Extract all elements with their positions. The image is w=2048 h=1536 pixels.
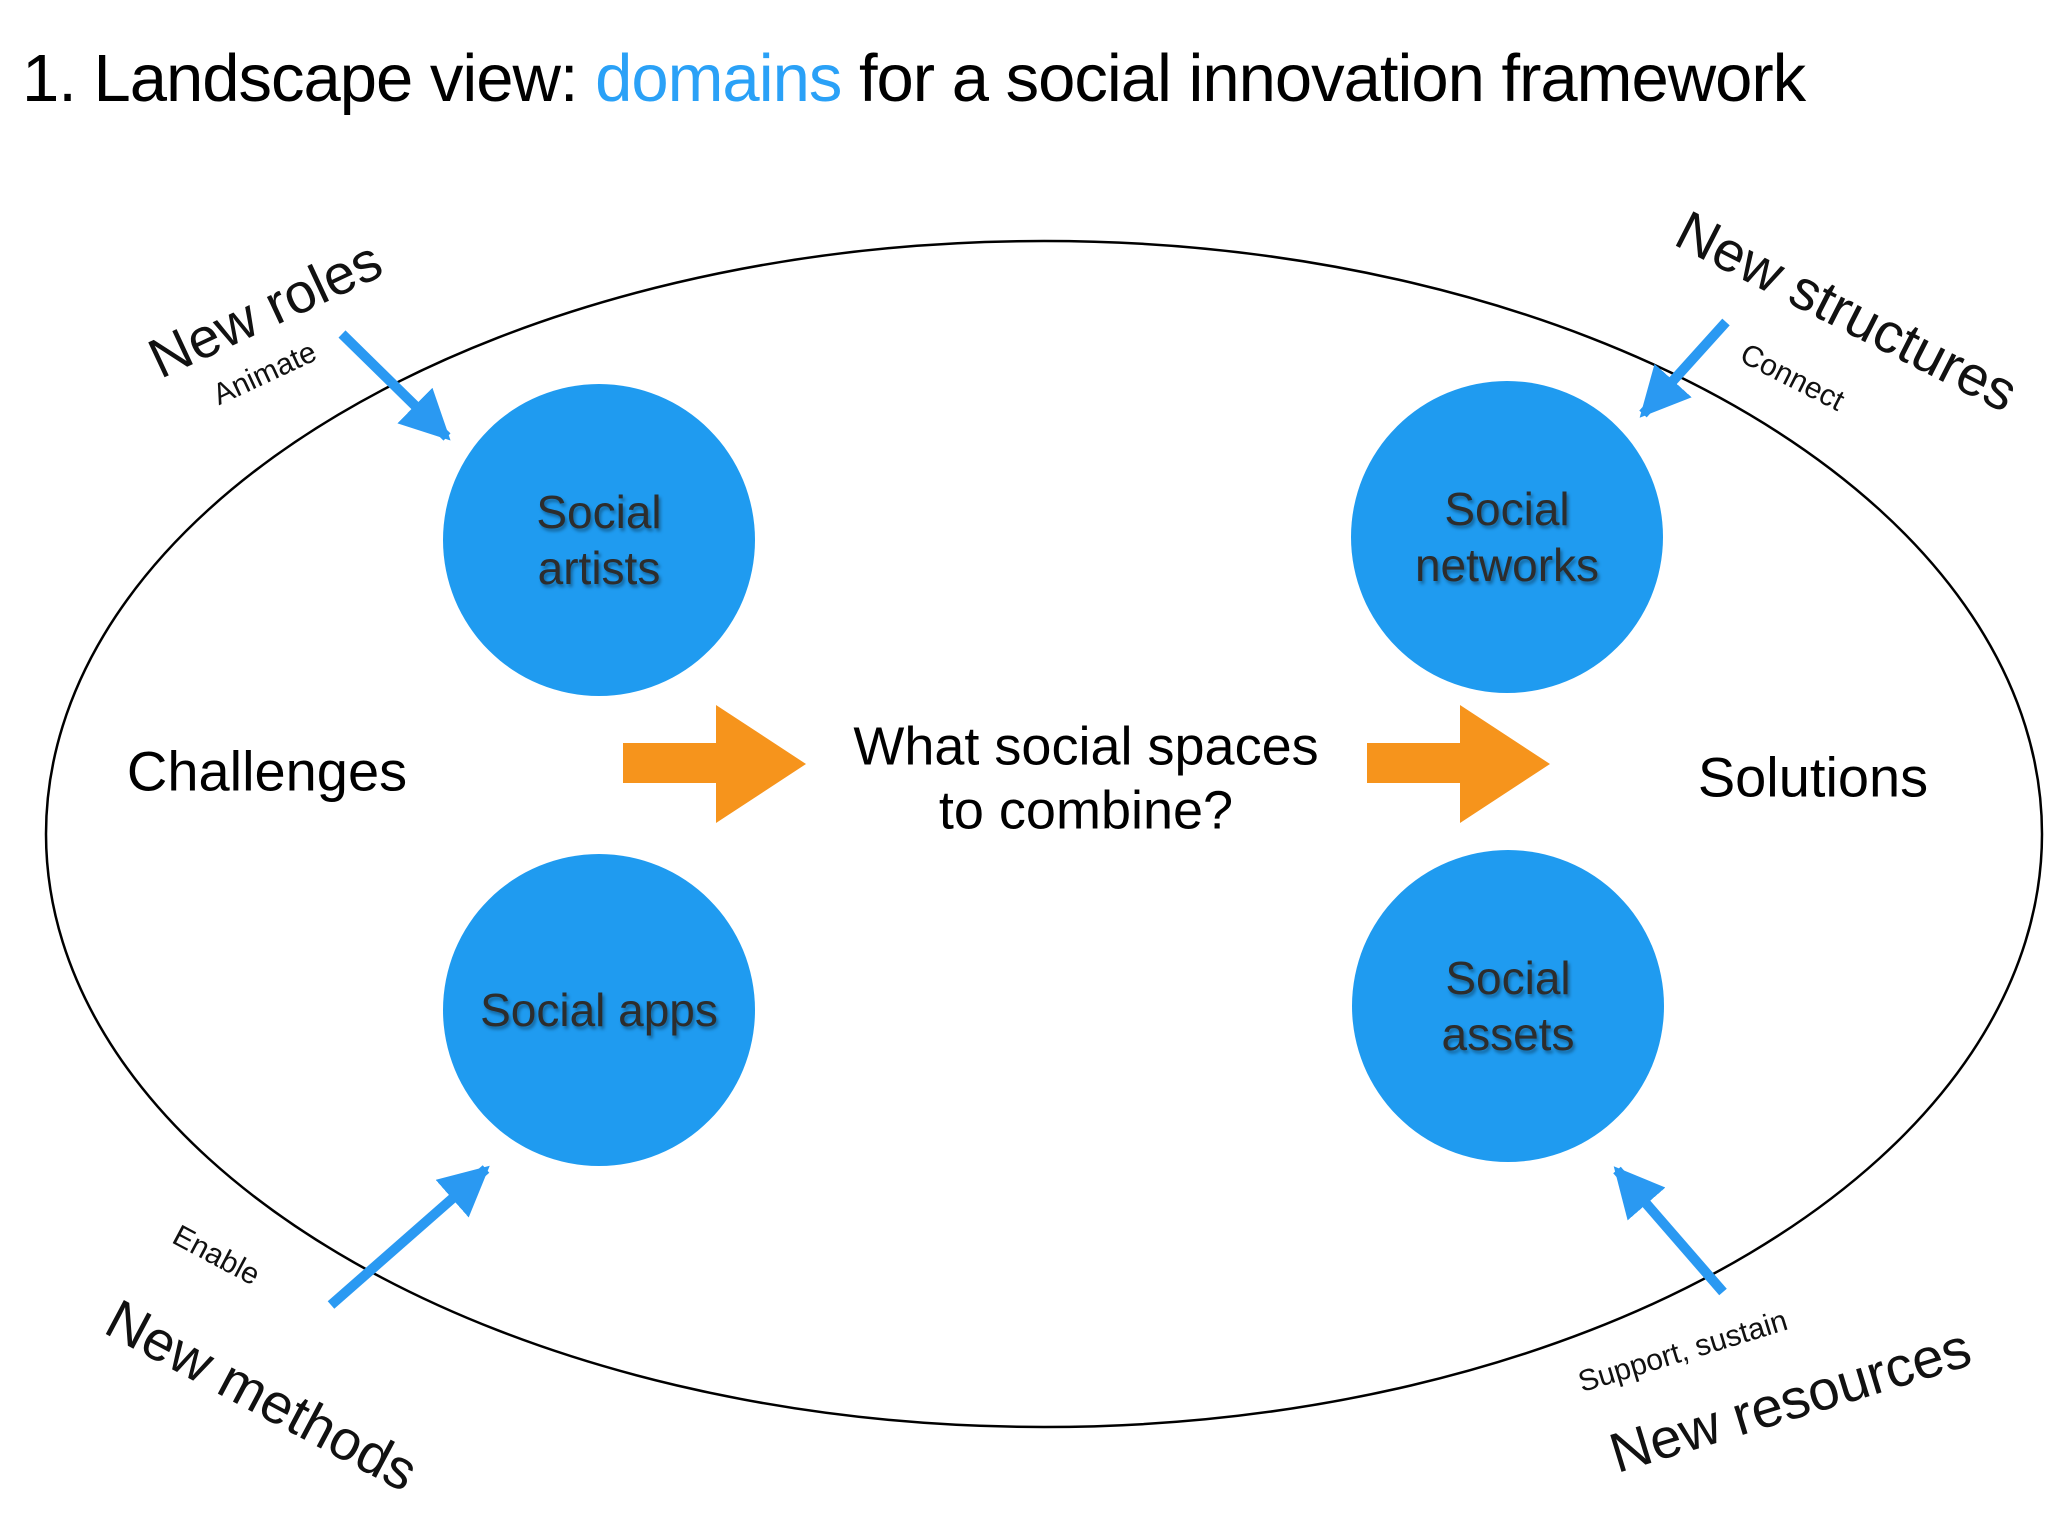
landscape-ellipse [44, 239, 2044, 1429]
center-question-line1: What social spaces [853, 716, 1319, 777]
challenges-label: Challenges [126, 739, 408, 803]
domain-circle-social-assets: Social assets [1352, 850, 1664, 1162]
enable-arrow [327, 1165, 490, 1309]
center-question-line2: to combine? [938, 780, 1234, 840]
animate-arrow [338, 330, 451, 441]
connect-arrow [1639, 318, 1730, 418]
domain-circle-social-artists: Social artists [443, 384, 755, 696]
domain-label-social-networks: Social networks [1414, 482, 1600, 591]
right-flow-arrow [1367, 705, 1550, 823]
solutions-label: Solutions [1697, 745, 1929, 809]
page-title: 1. Landscape view: domains for a social … [22, 40, 2032, 117]
title-highlight: domains [595, 41, 842, 116]
support-sustain-arrow [1613, 1166, 1727, 1296]
domain-circle-social-networks: Social networks [1351, 381, 1663, 693]
title-suffix: for a social innovation framework [841, 41, 1806, 116]
left-flow-arrow [623, 705, 806, 823]
domain-circle-social-apps: Social apps [443, 854, 755, 1166]
domain-label-social-artists: Social artists [536, 485, 662, 594]
title-prefix: 1. Landscape view: [22, 41, 596, 116]
domain-label-social-assets: Social assets [1441, 951, 1575, 1060]
center-question: What social spaces to combine? [853, 715, 1318, 842]
domain-label-social-apps: Social apps [480, 983, 718, 1036]
